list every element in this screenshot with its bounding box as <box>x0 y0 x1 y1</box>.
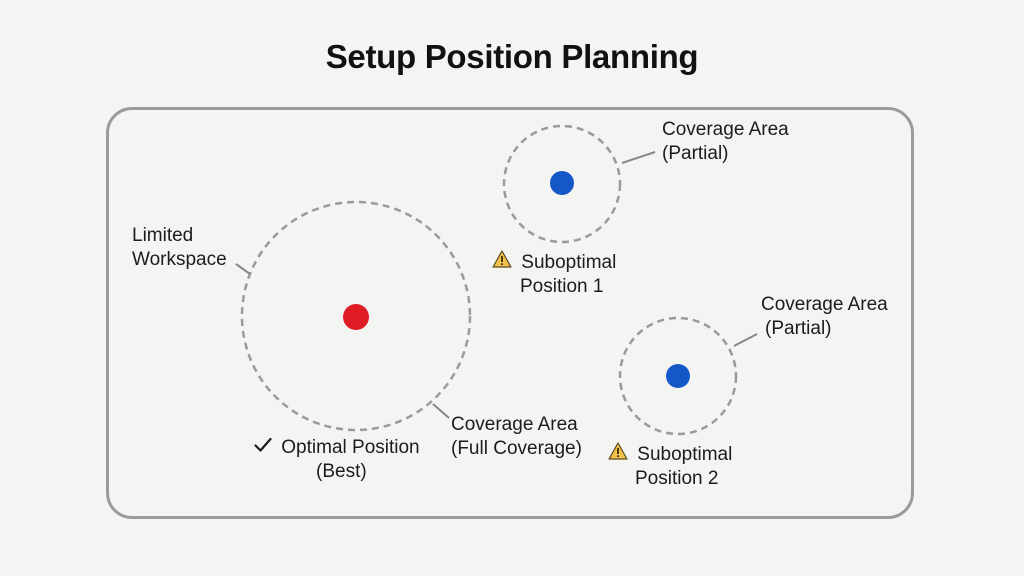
limited-workspace-leader <box>235 263 251 275</box>
checkmark-icon <box>254 436 272 460</box>
coverage-full-leader <box>432 403 450 419</box>
suboptimal-position-1-dot <box>550 171 574 195</box>
partial-coverage-ring-2 <box>618 316 738 436</box>
coverage-right-leader <box>733 333 758 347</box>
partial-coverage-ring-1 <box>502 124 622 244</box>
full-coverage-ring <box>240 200 472 432</box>
limited-workspace-boundary <box>106 107 914 519</box>
limited-workspace-label: Limited Workspace <box>132 225 227 270</box>
optimal-position-dot <box>343 304 369 330</box>
suboptimal-position-2-dot <box>666 364 690 388</box>
coverage-top-leader <box>621 151 656 164</box>
suboptimal-position-1-label: Suboptimal Position 1 <box>492 250 616 299</box>
coverage-area-partial-label-2: Coverage Area (Partial) <box>761 294 888 339</box>
coverage-area-partial-label-1: Coverage Area (Partial) <box>662 119 789 164</box>
diagram-title: Setup Position Planning <box>325 38 699 75</box>
suboptimal-position-2-label: Suboptimal Position 2 <box>608 442 732 491</box>
warning-icon <box>608 442 628 467</box>
coverage-area-full-label: Coverage Area (Full Coverage) <box>451 414 582 459</box>
warning-icon <box>492 250 512 275</box>
optimal-position-label: Optimal Position (Best) <box>254 436 420 484</box>
